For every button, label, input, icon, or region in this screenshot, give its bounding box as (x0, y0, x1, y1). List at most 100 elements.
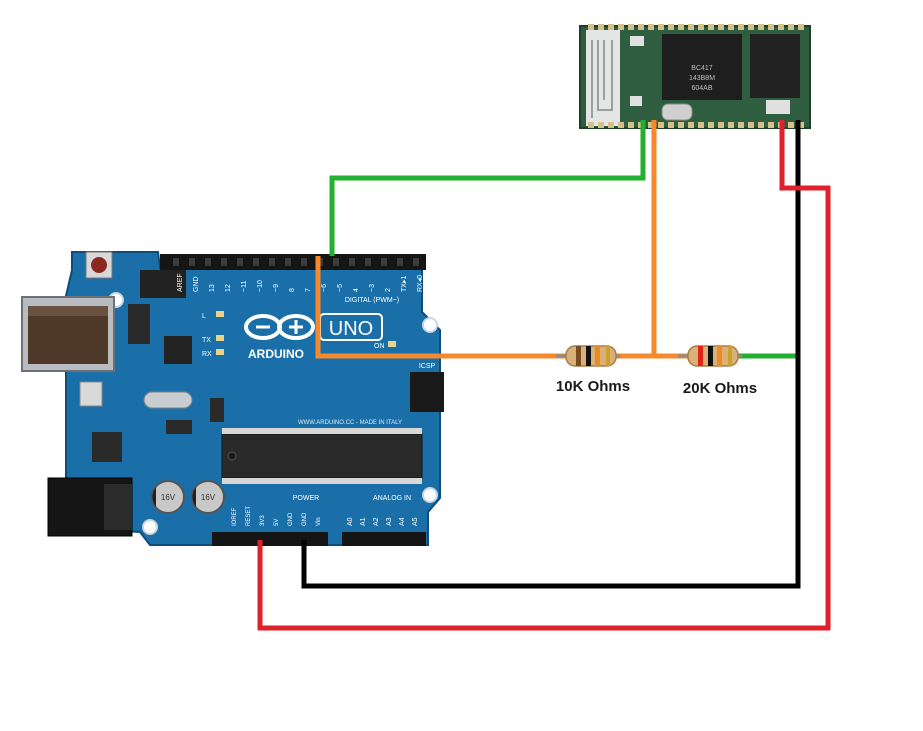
digital-pin-label: 4 (353, 288, 360, 292)
pad (648, 24, 654, 30)
pad (648, 122, 654, 128)
bluetooth-module: BC417 143B8M 604AB (579, 24, 811, 129)
header-pin (365, 258, 371, 266)
capacitor-label: 16V (201, 493, 216, 502)
header-pin (333, 258, 339, 266)
pad (658, 122, 664, 128)
power-pin-label: 3V3 (260, 515, 266, 526)
led (216, 349, 224, 355)
mounting-hole (142, 519, 158, 535)
analog-pin-label: A2 (373, 517, 380, 526)
digital-pin-label: ~6 (321, 284, 328, 292)
header-pin (349, 258, 355, 266)
pad (778, 24, 784, 30)
pad (668, 24, 674, 30)
pad (758, 122, 764, 128)
usb-chip (164, 336, 192, 364)
pad (748, 24, 754, 30)
website-text: WWW.ARDUINO.CC - MADE IN ITALY (298, 420, 402, 426)
power-pin-label: GND (288, 512, 294, 526)
pad (598, 24, 604, 30)
pad (738, 122, 744, 128)
component (210, 398, 224, 422)
digital-pin-label: ~5 (337, 284, 344, 292)
led-labels: L TX RX ON (202, 311, 396, 358)
mounting-hole (422, 317, 438, 333)
pad (788, 122, 794, 128)
pad (728, 122, 734, 128)
pad (588, 122, 594, 128)
capacitor: 16V (191, 480, 225, 514)
small-ic (128, 304, 150, 344)
resistor-10k-label: 10K Ohms (556, 378, 630, 395)
pad (628, 122, 634, 128)
pad (728, 24, 734, 30)
uno-text: UNO (329, 318, 373, 340)
pad (798, 24, 804, 30)
wires (257, 120, 831, 631)
digital-pin-label: ~11 (241, 281, 248, 292)
digital-pin-label: RX◂0 (417, 275, 424, 292)
resistor-20k (678, 345, 742, 367)
header-pin (413, 258, 419, 266)
power-header-label: POWER (293, 495, 319, 502)
analog-pin-label: A0 (347, 517, 354, 526)
icsp-header: ICSP (410, 363, 444, 412)
pad (588, 24, 594, 30)
header-pin (205, 258, 211, 266)
power-header (212, 532, 328, 546)
capacitor-label: 16V (161, 493, 176, 502)
analog-header (342, 532, 426, 546)
pad (608, 24, 614, 30)
voltage-regulator (92, 432, 122, 462)
analog-pin-label: A4 (399, 517, 406, 526)
capacitor: 16V (151, 480, 185, 514)
arduino-logo-text: ARDUINO (248, 347, 304, 361)
pad (638, 24, 644, 30)
reset-button (85, 251, 113, 279)
power-pin-label: RESET (246, 506, 252, 526)
mounting-hole (422, 487, 438, 503)
header-pin (173, 258, 179, 266)
header-pin (253, 258, 259, 266)
digital-pin-label: 8 (289, 288, 296, 292)
digital-pin-label: 12 (225, 284, 232, 292)
smd-component (630, 96, 642, 106)
icsp-label: ICSP (419, 363, 436, 370)
pad (748, 122, 754, 128)
pad (718, 122, 724, 128)
component (166, 420, 192, 434)
pad (618, 24, 624, 30)
led (388, 341, 396, 347)
led-label: ON (374, 343, 385, 350)
arduino-logo (244, 314, 315, 340)
pad (688, 24, 694, 30)
resistor-10k (556, 345, 620, 367)
led (216, 335, 224, 341)
digital-pin-label: ~10 (257, 280, 264, 292)
led-label: L (202, 313, 206, 320)
arduino-uno-board: 16V 16V ICSP ARDUINO UNO (21, 251, 444, 546)
pad (678, 24, 684, 30)
led-label: RX (202, 351, 212, 358)
digital-pin-label: 2 (385, 288, 392, 292)
header-pin (221, 258, 227, 266)
pad (698, 122, 704, 128)
icsp-header-usb (140, 270, 186, 298)
pad (598, 122, 604, 128)
pad (708, 122, 714, 128)
digital-pin-label: GND (193, 276, 200, 292)
power-pin-label: Vin (316, 517, 322, 526)
pad (738, 24, 744, 30)
digital-pin-label: 13 (209, 284, 216, 292)
pad (628, 24, 634, 30)
pad (608, 122, 614, 128)
pad (758, 24, 764, 30)
usb-connector (21, 296, 115, 372)
header-pin (285, 258, 291, 266)
power-pin-label: IOREF (232, 507, 238, 526)
led-label: TX (202, 337, 211, 344)
